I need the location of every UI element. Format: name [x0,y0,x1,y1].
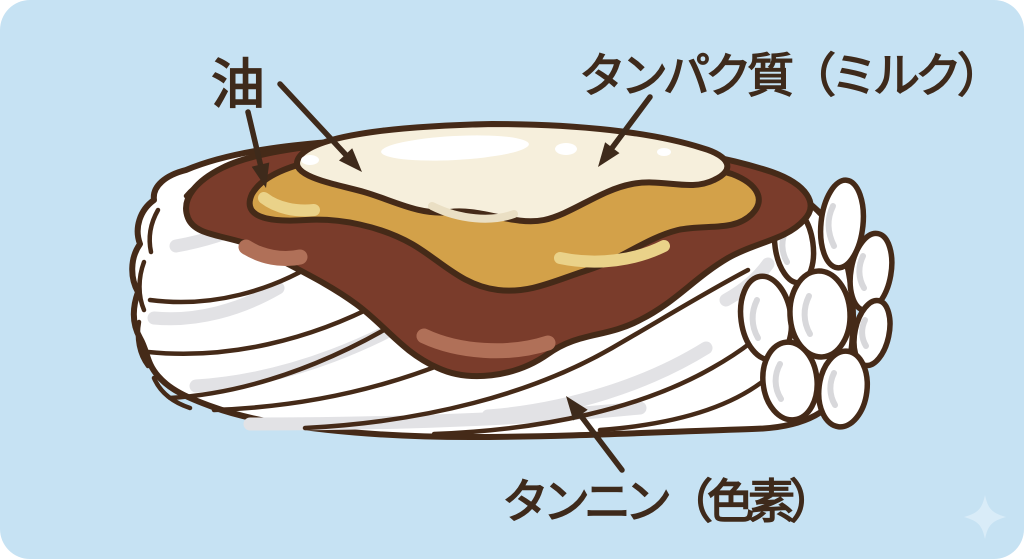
tannin-layer-highlight [238,239,556,359]
oil-label: 油 [211,53,265,116]
oil-layer-highlight [258,192,670,268]
protein-layer [294,121,731,225]
oil-arrow-short-icon [245,109,270,188]
oil-arrow-long-icon [277,81,362,172]
fiber-end-oval [760,339,820,423]
fiber-end-oval [787,268,853,360]
annotation-arrows [245,81,653,473]
protein-layer-highlight [301,135,671,165]
protein-milk-label: タンパク質（ミルク） [579,49,999,104]
protein-arrow-icon [598,94,653,167]
tannin-pigment-label: タンニン（色素） [502,475,830,530]
fiber-end-cluster [737,177,895,430]
sparkle-icon [964,495,1006,539]
fiber-end-oval [815,348,871,430]
tannin-arrow-icon [566,396,625,473]
protein-layer-shade [428,202,518,223]
diagram-labels: 油 タンパク質（ミルク） タンニン（色素） [211,49,1004,530]
